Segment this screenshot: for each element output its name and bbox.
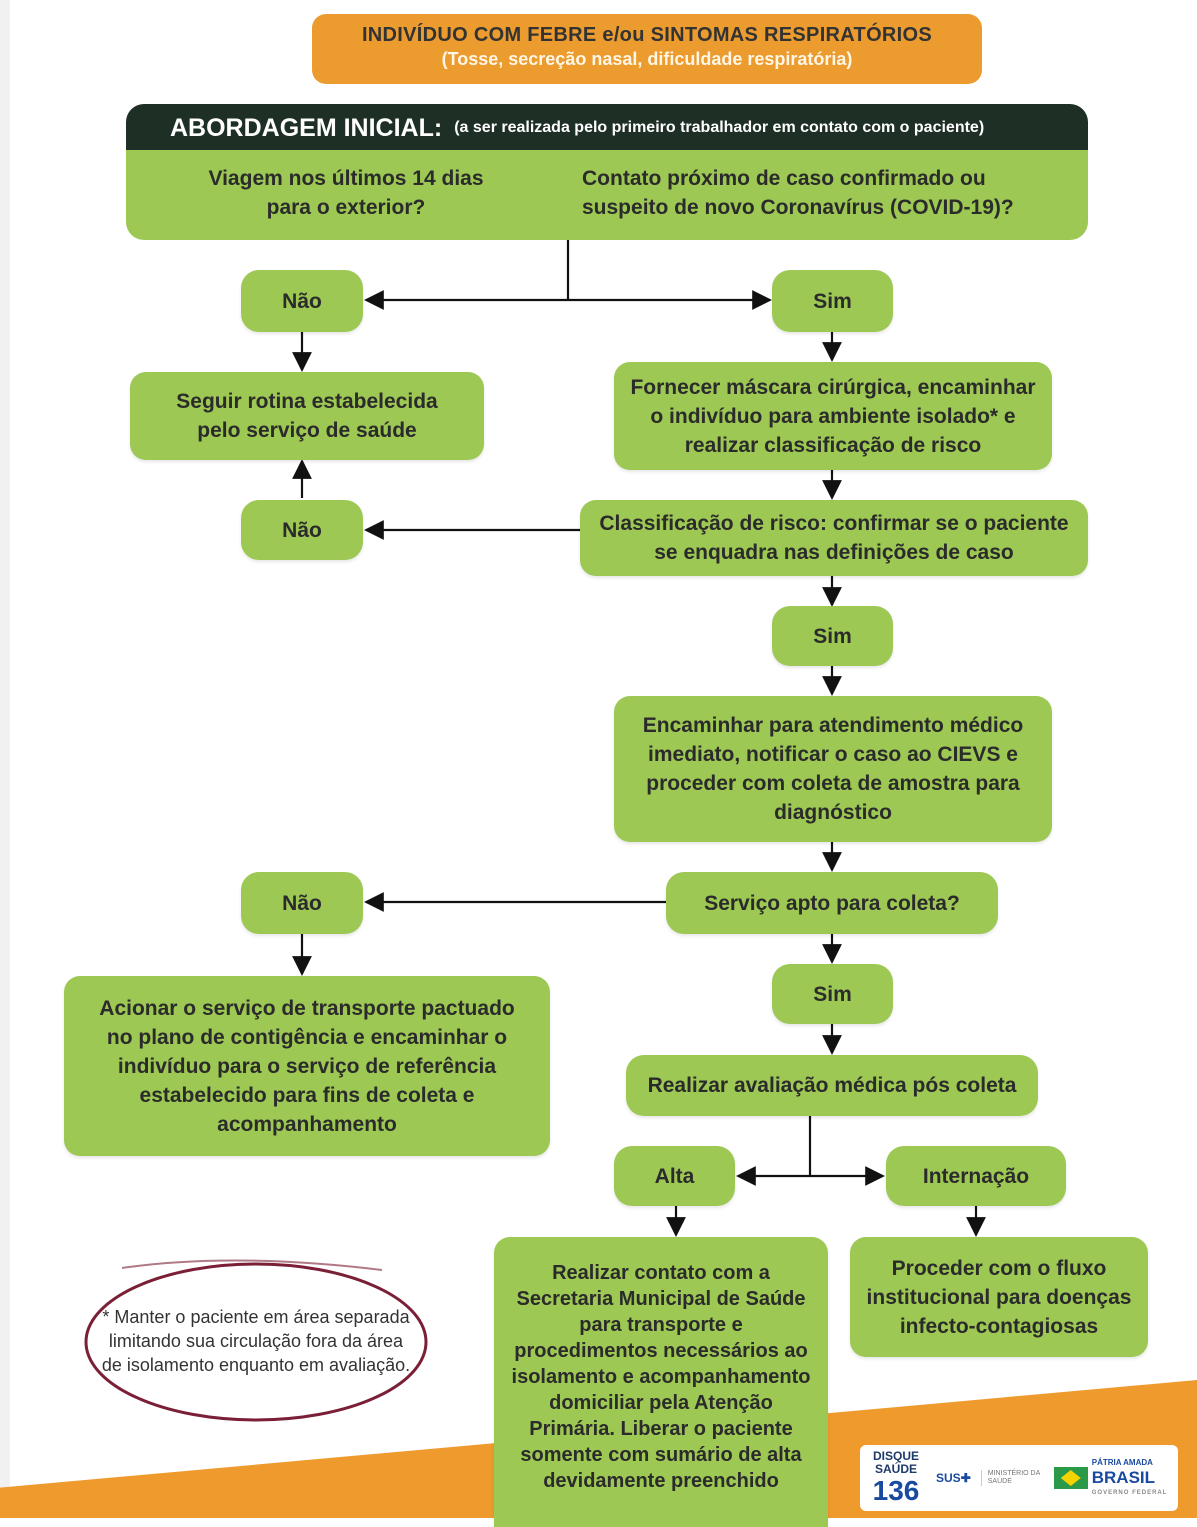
governo-federal-label: GOVERNO FEDERAL — [1091, 1490, 1168, 1496]
node-fluxo-institucional: Proceder com o fluxo institucional para … — [850, 1237, 1148, 1357]
node-nao-1: Não — [241, 270, 363, 332]
node-encaminhar-atendimento: Encaminhar para atendimento médico imedi… — [614, 696, 1052, 842]
sus-logo: SUS✚ — [936, 1471, 971, 1485]
node-alta: Alta — [614, 1146, 735, 1206]
brasil-label: BRASIL — [1091, 1468, 1156, 1487]
sus-label: SUS — [936, 1471, 961, 1485]
disque-label: DISQUE — [872, 1449, 919, 1463]
abordagem-heading: ABORDAGEM INICIAL: — [170, 113, 443, 142]
node-servico-apto: Serviço apto para coleta? — [666, 872, 998, 934]
node-contato-secretaria: Realizar contato com a Secretaria Munici… — [494, 1237, 828, 1527]
note-text: * Manter o paciente em área separada lim… — [101, 1307, 411, 1375]
governo-brasil-logo: PÁTRIA AMADA BRASIL GOVERNO FEDERAL — [1053, 1457, 1168, 1499]
node-nao-2: Não — [241, 500, 363, 560]
ministerio-saude-logo: MINISTÉRIO DA SAÚDE — [980, 1470, 1044, 1486]
saude-label: SAÚDE — [874, 1462, 917, 1476]
title-box: INDIVÍDUO COM FEBRE e/ou SINTOMAS RESPIR… — [312, 14, 982, 84]
logo-panel: DISQUE SAÚDE 136 SUS✚ MINISTÉRIO DA SAÚD… — [860, 1445, 1178, 1511]
abordagem-questions: Viagem nos últimos 14 dias para o exteri… — [126, 150, 1088, 240]
node-classificacao: Classificação de risco: confirmar se o p… — [580, 500, 1088, 576]
node-internacao: Internação — [886, 1146, 1066, 1206]
title-line-1: INDIVÍDUO COM FEBRE e/ou SINTOMAS RESPIR… — [361, 24, 933, 46]
abordagem-subheading: (a ser realizada pelo primeiro trabalhad… — [454, 119, 985, 136]
node-acionar-transporte: Acionar o serviço de transporte pactuado… — [64, 976, 550, 1156]
node-seguir-rotina: Seguir rotina estabelecida pelo serviço … — [130, 372, 484, 460]
patria-amada-label: PÁTRIA AMADA — [1091, 1458, 1153, 1467]
node-sim-1: Sim — [772, 270, 893, 332]
isolation-note: * Manter o paciente em área separada lim… — [82, 1258, 430, 1424]
note-oval — [84, 1259, 428, 1422]
left-margin-strip — [0, 0, 10, 1518]
node-nao-3: Não — [241, 872, 363, 934]
brazil-flag-icon — [1053, 1467, 1088, 1489]
node-sim-2: Sim — [772, 606, 893, 666]
node-sim-3: Sim — [772, 964, 893, 1024]
question-travel: Viagem nos últimos 14 dias para o exteri… — [208, 167, 484, 219]
question-contact: Contato próximo de caso confirmado ou su… — [582, 167, 1014, 219]
disque-number: 136 — [872, 1475, 920, 1506]
node-avaliacao-pos-coleta: Realizar avaliação médica pós coleta — [626, 1055, 1038, 1116]
abordagem-header: ABORDAGEM INICIAL: (a ser realizada pelo… — [126, 104, 1088, 152]
title-line-2: (Tosse, secreção nasal, dificuldade resp… — [441, 49, 853, 69]
node-fornecer-mascara: Fornecer máscara cirúrgica, encaminhar o… — [614, 362, 1052, 470]
disque-saude-logo: DISQUE SAÚDE 136 — [866, 1448, 926, 1508]
